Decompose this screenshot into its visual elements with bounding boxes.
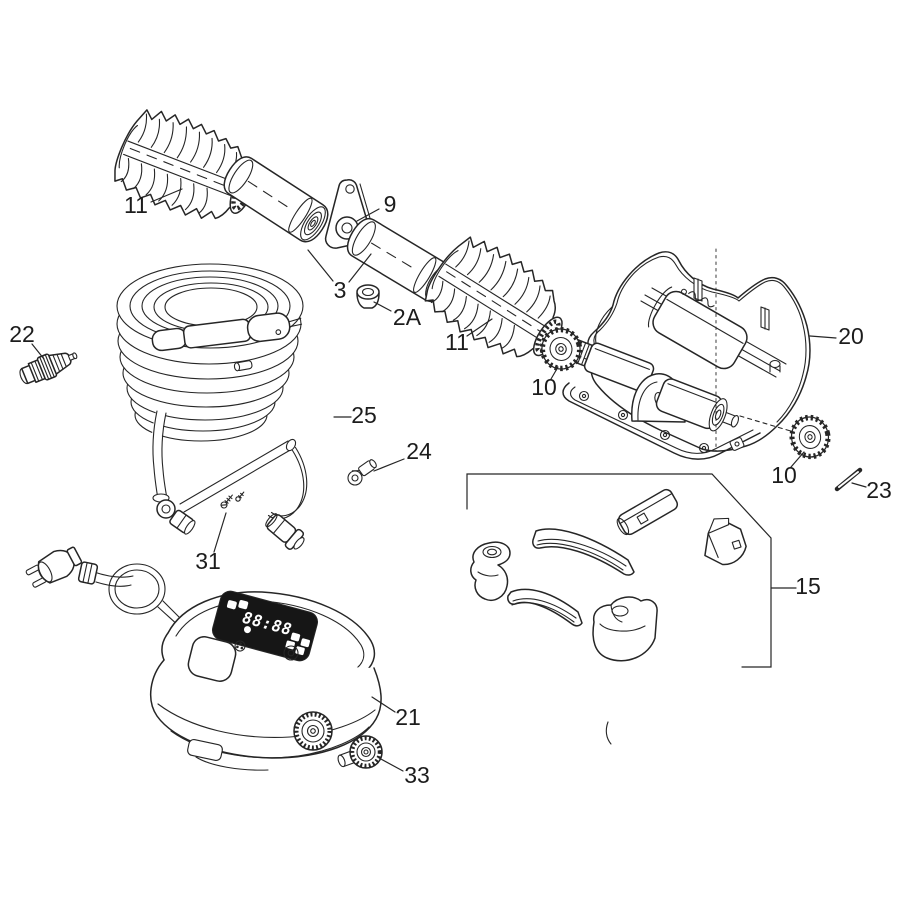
power-cord bbox=[93, 563, 188, 631]
axle-pin bbox=[834, 467, 863, 492]
bushing-2a bbox=[356, 284, 380, 309]
callout-15: 15 bbox=[795, 573, 821, 599]
callout-10-upper: 10 bbox=[531, 374, 557, 400]
kit-blade-lower bbox=[507, 588, 583, 627]
panel-button bbox=[226, 600, 237, 610]
screw-set bbox=[220, 491, 245, 509]
panel-indicator bbox=[243, 626, 251, 634]
callout-33: 33 bbox=[404, 762, 430, 788]
motor-block bbox=[648, 286, 748, 370]
kit-block-right bbox=[704, 517, 747, 566]
callout-22: 22 bbox=[9, 321, 35, 347]
kit-wedge-top bbox=[616, 488, 679, 536]
panel-button bbox=[290, 632, 301, 642]
callout-3: 3 bbox=[334, 277, 347, 303]
cable-float bbox=[151, 312, 303, 352]
callout-23: 23 bbox=[866, 477, 892, 503]
hose-swivel-connector bbox=[19, 352, 78, 385]
callout-25: 25 bbox=[351, 402, 377, 428]
callout-21: 21 bbox=[395, 704, 421, 730]
attached-knob bbox=[293, 711, 612, 751]
callout-31: 31 bbox=[195, 548, 221, 574]
kit-bracket bbox=[466, 473, 772, 668]
base-plate-screw-holes bbox=[578, 390, 710, 454]
drive-gear-lower bbox=[788, 414, 832, 461]
cable-end-stub bbox=[233, 360, 253, 372]
callout-20: 20 bbox=[838, 323, 864, 349]
callout-10-lower: 10 bbox=[771, 462, 797, 488]
lid-recess bbox=[187, 636, 237, 682]
cable-elbow bbox=[152, 493, 196, 535]
panel-button bbox=[238, 600, 249, 610]
kit-block-bottom bbox=[592, 596, 658, 662]
cable-clamp bbox=[347, 459, 377, 486]
rubber-parts-kit bbox=[466, 473, 772, 668]
callout-11-top: 11 bbox=[124, 192, 148, 218]
plate-corner-tab bbox=[729, 437, 745, 451]
callout-labels: 11 9 3 2A 11 22 25 24 10 20 10 23 15 31 … bbox=[9, 191, 892, 788]
kit-blade-upper bbox=[532, 528, 635, 576]
gearbox-cylinder-right bbox=[655, 378, 740, 432]
leader-lines bbox=[31, 188, 867, 772]
callout-9: 9 bbox=[384, 191, 397, 217]
control-panel: 88:88 bbox=[211, 590, 319, 662]
fan-icon bbox=[234, 640, 246, 652]
cable-plug-connector bbox=[265, 513, 305, 550]
power-supply-unit: 88:88 bbox=[25, 546, 612, 771]
cord-ferrule bbox=[77, 561, 99, 585]
power-button-ring bbox=[283, 645, 299, 661]
kit-left-clamp bbox=[470, 541, 511, 601]
callout-11-right: 11 bbox=[445, 329, 469, 355]
callout-2A: 2A bbox=[393, 304, 422, 330]
locking-knob bbox=[337, 735, 383, 769]
callout-24: 24 bbox=[406, 438, 432, 464]
floating-cable-assembly bbox=[116, 263, 308, 550]
panel-button bbox=[300, 638, 311, 648]
power-plug bbox=[25, 546, 83, 588]
chassis-housing bbox=[562, 248, 811, 460]
